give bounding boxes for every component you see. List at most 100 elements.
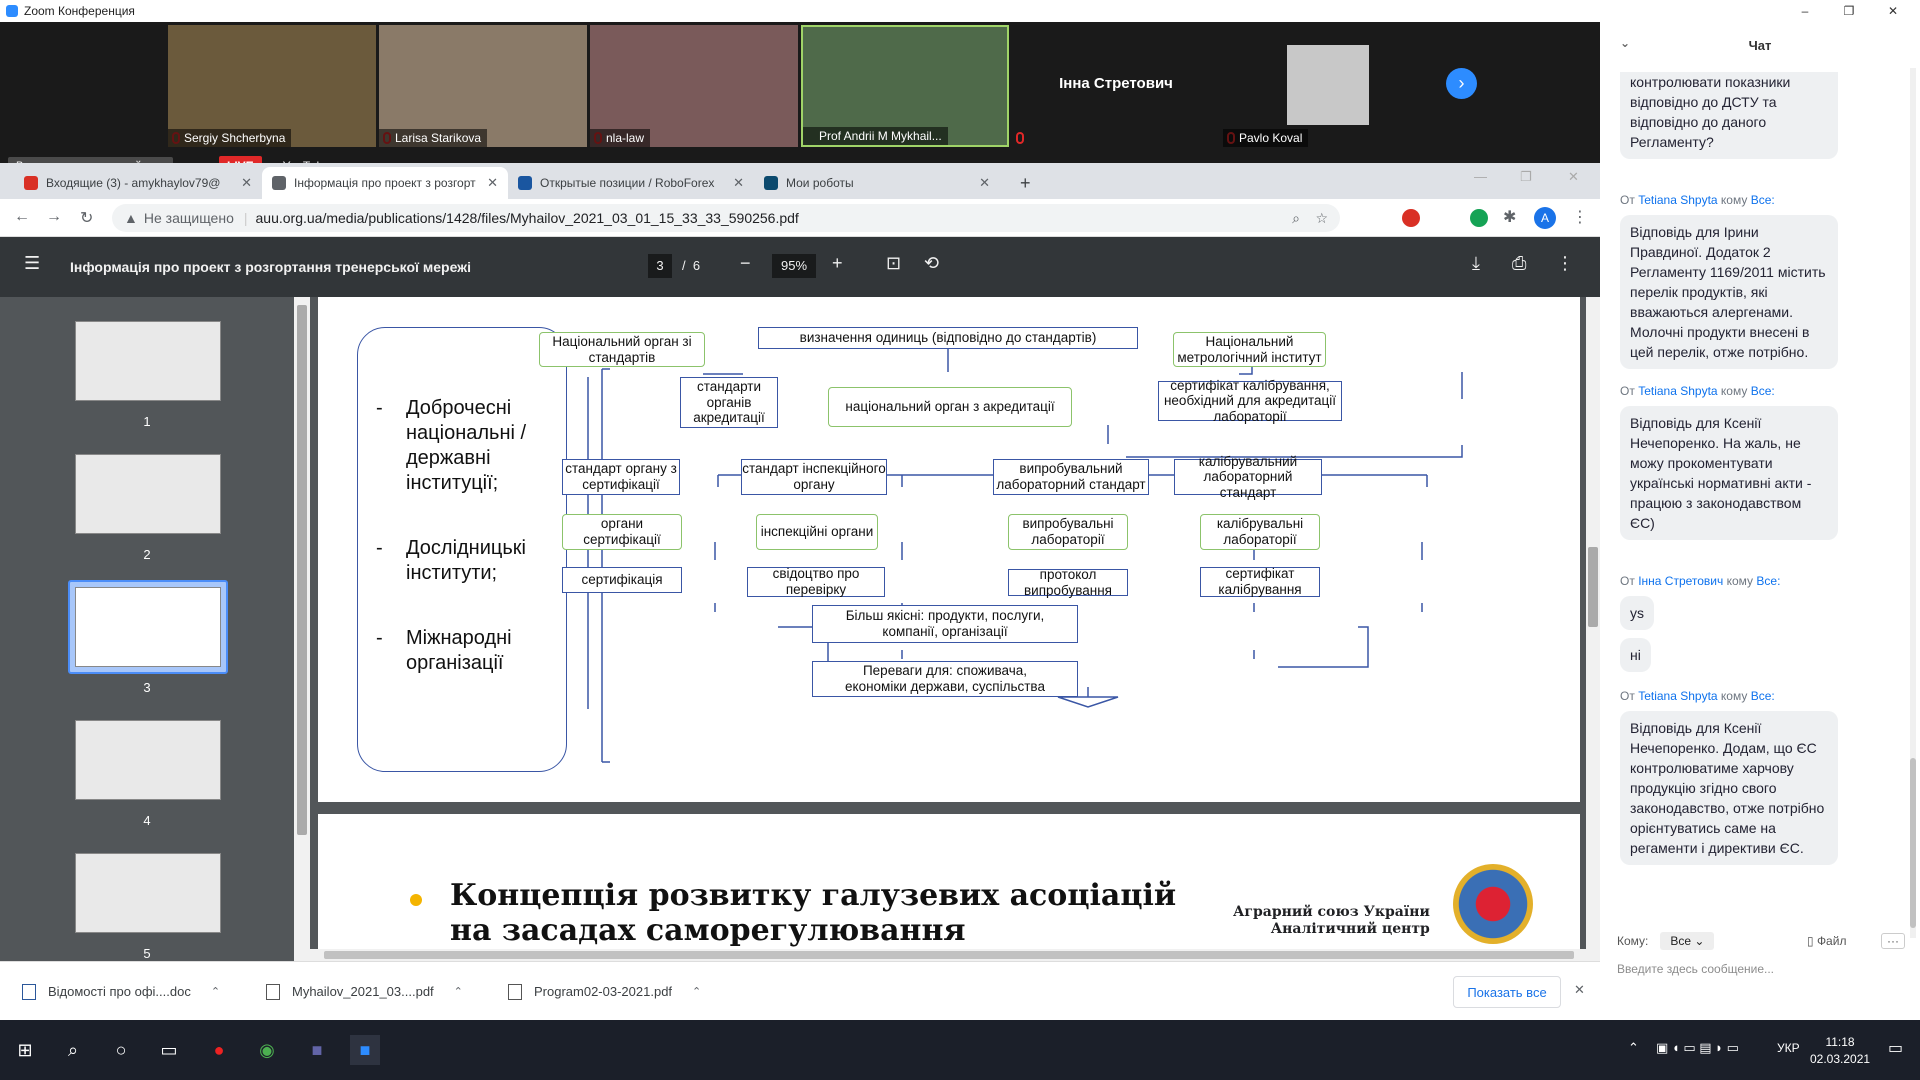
box-unit-definition: визначення одиниць (відповідно до станда…: [758, 327, 1138, 349]
fit-page-icon[interactable]: ⊡: [886, 253, 902, 273]
pdf-scrollbar[interactable]: [1586, 297, 1600, 961]
thumbnail-page[interactable]: [75, 454, 221, 534]
minimize-icon[interactable]: —: [1474, 169, 1487, 184]
video-tile[interactable]: Інна Стретович: [1012, 25, 1220, 147]
thumbnail-scrollbar[interactable]: [294, 297, 310, 961]
adblock-icon[interactable]: [1402, 209, 1420, 227]
chat-message: Відповідь для Ксенії Нечепоренко. На жал…: [1620, 406, 1838, 540]
chat-message-input[interactable]: Введите здесь сообщение...: [1617, 962, 1775, 976]
language-indicator[interactable]: УКР: [1777, 1041, 1800, 1055]
menu-icon[interactable]: ⋮: [1572, 209, 1588, 226]
org-line: Аграрний союз України: [1233, 904, 1430, 920]
next-page-arrow-icon[interactable]: ›: [1446, 68, 1477, 99]
zoom-app-icon[interactable]: ■: [350, 1035, 380, 1065]
chat-message: ні: [1620, 638, 1651, 672]
video-tile[interactable]: Pavlo Koval: [1223, 25, 1431, 147]
thumbnail-page[interactable]: [75, 853, 221, 933]
tab-roboforex[interactable]: Открытые позиции / RoboForex✕: [508, 167, 754, 199]
zoom-logo-icon: [6, 5, 18, 17]
zoom-out-icon[interactable]: −: [740, 253, 751, 273]
chrome-icon[interactable]: ◉: [259, 1039, 275, 1060]
minimize-button[interactable]: –: [1801, 4, 1809, 18]
reload-icon[interactable]: ↻: [80, 210, 94, 227]
close-icon[interactable]: ✕: [733, 175, 744, 190]
more-icon[interactable]: ⋮: [1556, 253, 1574, 273]
omnibox[interactable]: ▲ Не защищено | auu.org.ua/media/publica…: [112, 204, 1340, 232]
video-tile-active-speaker[interactable]: Prof Andrii M Mykhail...: [801, 25, 1009, 147]
close-icon[interactable]: ✕: [487, 175, 498, 190]
org-line: Аналітичний центр: [1270, 920, 1430, 937]
recipient-value: Все: [1670, 934, 1692, 948]
close-icon[interactable]: ✕: [1568, 169, 1579, 184]
close-icon[interactable]: ✕: [979, 175, 990, 190]
pdf-horizontal-scrollbar[interactable]: [310, 949, 1586, 961]
box-national-accreditation-body: національний орган з акредитації: [828, 387, 1072, 427]
warning-icon: ▲: [124, 210, 138, 226]
zoom-window-title: Zoom Конференция: [24, 4, 135, 18]
forward-icon[interactable]: →: [46, 208, 62, 225]
thumbnail-page[interactable]: [75, 720, 221, 800]
box-accreditation-standards: стандарти органів акредитації: [680, 377, 778, 428]
opera-icon[interactable]: ●: [213, 1039, 225, 1060]
extensions-icon[interactable]: ✱: [1503, 209, 1517, 226]
chat-sender-line: От Tetiana Shpyta кому Все:: [1620, 193, 1775, 207]
video-tile[interactable]: Larisa Starikova: [379, 25, 587, 147]
download-item[interactable]: Відомості про офі....doc⌃: [22, 962, 220, 1021]
chevron-up-icon[interactable]: ⌃: [210, 986, 221, 998]
download-item[interactable]: Myhailov_2021_03....pdf⌃: [266, 962, 463, 1021]
video-tile[interactable]: nla-law: [590, 25, 798, 147]
windows-start-icon[interactable]: ⊞: [17, 1039, 33, 1060]
chevron-up-icon[interactable]: ⌃: [453, 986, 463, 998]
thumbnail-page[interactable]: [75, 587, 221, 667]
chat-scrollbar[interactable]: [1910, 68, 1916, 938]
video-tile[interactable]: Sergiy Shcherbyna: [168, 25, 376, 147]
tray-icons[interactable]: ▣ ◖ ▭ ▤ ◗ ▭: [1656, 1040, 1739, 1055]
cortana-icon[interactable]: ○: [115, 1039, 127, 1060]
show-all-button[interactable]: Показать все: [1453, 976, 1561, 1008]
teams-icon[interactable]: ■: [311, 1039, 323, 1060]
zoom-in-icon[interactable]: +: [832, 253, 843, 273]
thumbnail-page[interactable]: [75, 321, 221, 401]
profile-avatar[interactable]: A: [1534, 207, 1556, 229]
rotate-icon[interactable]: ⟲: [924, 253, 940, 273]
print-icon[interactable]: ⎙: [1512, 253, 1527, 273]
recipient-select[interactable]: Все ⌄: [1660, 932, 1715, 950]
close-icon[interactable]: ✕: [1574, 982, 1585, 997]
task-view-icon[interactable]: ▭: [160, 1039, 178, 1060]
page-number-input[interactable]: 3: [648, 254, 672, 278]
video-strip: Sergiy Shcherbyna Larisa Starikova nla-l…: [0, 22, 1600, 163]
file-button[interactable]: ▯ Файл: [1807, 934, 1847, 948]
new-tab-button[interactable]: +: [1020, 172, 1031, 193]
institutions-box: -Доброчесні національні / державні інсти…: [357, 327, 567, 772]
thumbnail-number: 4: [143, 813, 151, 828]
tray-chevron-icon[interactable]: ⌃: [1628, 1040, 1639, 1055]
zoom-level-input[interactable]: 95%: [772, 254, 816, 278]
tab-gmail[interactable]: Входящие (3) - amykhaylov79@✕: [14, 167, 262, 199]
downloads-bar: Відомості про офі....doc⌃ Myhailov_2021_…: [0, 961, 1600, 1020]
thumbnail-number: 2: [143, 547, 151, 562]
close-icon[interactable]: ✕: [241, 175, 252, 190]
chevron-up-icon[interactable]: ⌃: [692, 986, 702, 998]
download-icon[interactable]: ⤓: [1472, 253, 1480, 273]
box-test-report: протокол випробування: [1008, 567, 1128, 598]
restore-button[interactable]: ❐: [1843, 4, 1855, 18]
tab-label: Інформація про проект з розгорт: [294, 176, 476, 190]
notification-icon[interactable]: ▭: [1888, 1040, 1904, 1057]
tab-robots[interactable]: Мои роботы✕: [754, 167, 1000, 199]
chevron-down-icon[interactable]: ⌄: [1620, 36, 1631, 50]
restore-icon[interactable]: ❐: [1520, 169, 1532, 184]
download-item[interactable]: Program02-03-2021.pdf⌃: [508, 962, 701, 1021]
hamburger-menu-icon[interactable]: ☰: [24, 253, 41, 273]
star-icon[interactable]: ☆: [1315, 209, 1328, 226]
close-button[interactable]: ✕: [1887, 4, 1899, 18]
box-inspection-body-standard: стандарт інспекційного органу: [741, 459, 887, 495]
more-options-button[interactable]: ···: [1881, 933, 1905, 949]
back-icon[interactable]: ←: [14, 208, 30, 225]
tab-pdf[interactable]: Інформація про проект з розгорт ✕: [262, 167, 508, 199]
pdf-title: Інформація про проект з розгортання трен…: [70, 259, 471, 275]
search-icon[interactable]: ⌕: [67, 1039, 79, 1060]
grammarly-icon[interactable]: [1470, 209, 1488, 227]
search-icon[interactable]: ⌕: [1292, 209, 1300, 226]
box-testing-lab-standard: випробувальний лабораторний стандарт: [993, 459, 1149, 495]
